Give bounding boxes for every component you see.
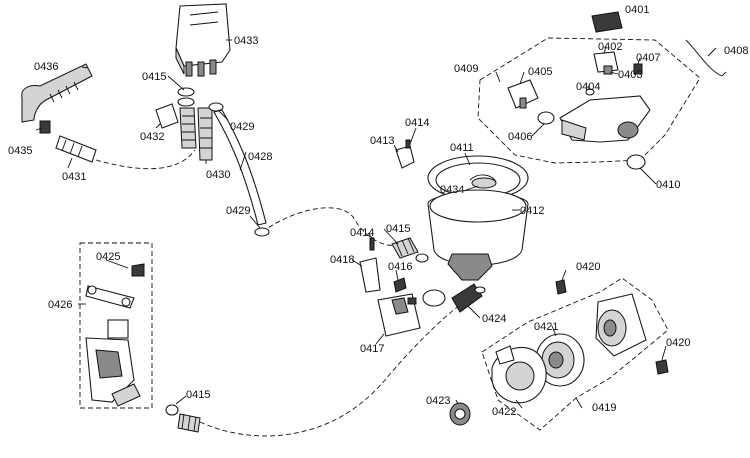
part-labels: 0433 0436 0415 0435 0432 0431 0429 0428 … — [8, 4, 748, 418]
label-0424: 0424 — [482, 313, 506, 325]
label-0406: 0406 — [508, 131, 532, 143]
part-0422-pump-housing — [491, 345, 547, 404]
part-0405-heater — [507, 79, 539, 109]
label-0401: 0401 — [625, 4, 649, 16]
label-0426: 0426 — [48, 299, 72, 311]
part-0409-flow-assembly — [559, 95, 651, 143]
group-outline-0419 — [481, 277, 669, 431]
part-0417-valve — [377, 293, 421, 337]
hose-path-lower — [199, 304, 461, 437]
label-0417: 0417 — [360, 343, 384, 355]
part-0418-bracket — [359, 257, 381, 293]
label-0415-mid: 0415 — [386, 223, 410, 235]
part-0429-clamp-bottom — [254, 227, 270, 237]
label-0410: 0410 — [656, 179, 680, 191]
part-0410-clamp — [626, 154, 646, 170]
part-0435-clip — [39, 120, 51, 134]
label-0421: 0421 — [534, 321, 558, 333]
label-0405: 0405 — [528, 66, 552, 78]
part-0416-clip — [393, 277, 407, 293]
part-0428-tube — [213, 109, 267, 226]
part-0421-pump-disc — [535, 333, 585, 387]
part-0436-elbow-hose — [21, 63, 93, 123]
label-0404: 0404 — [576, 81, 600, 93]
label-0434: 0434 — [440, 184, 464, 196]
part-0411-0412-sump — [427, 155, 529, 281]
leader-lines — [35, 39, 717, 409]
group-outline-0426 — [79, 242, 153, 409]
part-0433-bracket — [175, 3, 231, 77]
label-0402: 0402 — [598, 41, 622, 53]
hose-path-upper — [95, 149, 196, 170]
part-0401-cap — [591, 11, 623, 33]
part-0430-corrugated-hoses — [179, 107, 213, 161]
part-0425-clip — [131, 263, 145, 277]
label-0412: 0412 — [520, 205, 544, 217]
part-0419-motor — [595, 293, 647, 357]
part-0415-hose-bottom — [165, 404, 201, 433]
part-0413-bracket — [395, 139, 415, 169]
label-0419: 0419 — [592, 402, 616, 414]
part-0432-clip — [155, 103, 179, 129]
part-0431-hose-stub — [55, 135, 97, 163]
label-0408: 0408 — [724, 45, 748, 57]
label-0407: 0407 — [636, 52, 660, 64]
label-0428: 0428 — [248, 151, 272, 163]
part-0420-clip-top — [555, 279, 567, 295]
label-0425: 0425 — [96, 251, 120, 263]
part-0426-pump-body — [85, 337, 141, 407]
label-0429-top: 0429 — [230, 121, 254, 133]
label-0414-top: 0414 — [405, 117, 429, 129]
part-0408-wire — [685, 39, 727, 77]
part-0426-impeller-link — [85, 285, 135, 309]
label-0403: 0403 — [618, 69, 642, 81]
part-0402-sensor — [593, 51, 619, 75]
label-0418: 0418 — [330, 254, 354, 266]
label-0420-top: 0420 — [576, 261, 600, 273]
label-0409: 0409 — [454, 63, 478, 75]
label-0435: 0435 — [8, 145, 32, 157]
label-0422: 0422 — [492, 406, 516, 418]
label-0415-top: 0415 — [142, 71, 166, 83]
label-0431: 0431 — [62, 171, 86, 183]
part-0424-hose — [422, 283, 486, 313]
label-0416: 0416 — [388, 261, 412, 273]
part-0420-clip-bottom — [655, 359, 669, 375]
label-0436: 0436 — [34, 61, 58, 73]
part-0426-filter-cup — [107, 319, 129, 339]
label-0413: 0413 — [370, 135, 394, 147]
label-0430: 0430 — [206, 169, 230, 181]
part-0414-screw-mid — [369, 237, 375, 251]
label-0415-bottom: 0415 — [186, 389, 210, 401]
part-0415-hose-mid — [391, 237, 429, 263]
part-0415-rings-top — [177, 87, 195, 107]
label-0420-bottom: 0420 — [666, 337, 690, 349]
label-0432: 0432 — [140, 131, 164, 143]
label-0429-bottom: 0429 — [226, 205, 250, 217]
part-0406-oring — [537, 111, 555, 125]
hose-path-mid — [261, 207, 406, 246]
part-0423-grommet — [449, 402, 471, 426]
label-0411: 0411 — [450, 142, 474, 154]
label-0423: 0423 — [426, 395, 450, 407]
label-0433: 0433 — [234, 35, 258, 47]
label-0414-mid: 0414 — [350, 227, 374, 239]
